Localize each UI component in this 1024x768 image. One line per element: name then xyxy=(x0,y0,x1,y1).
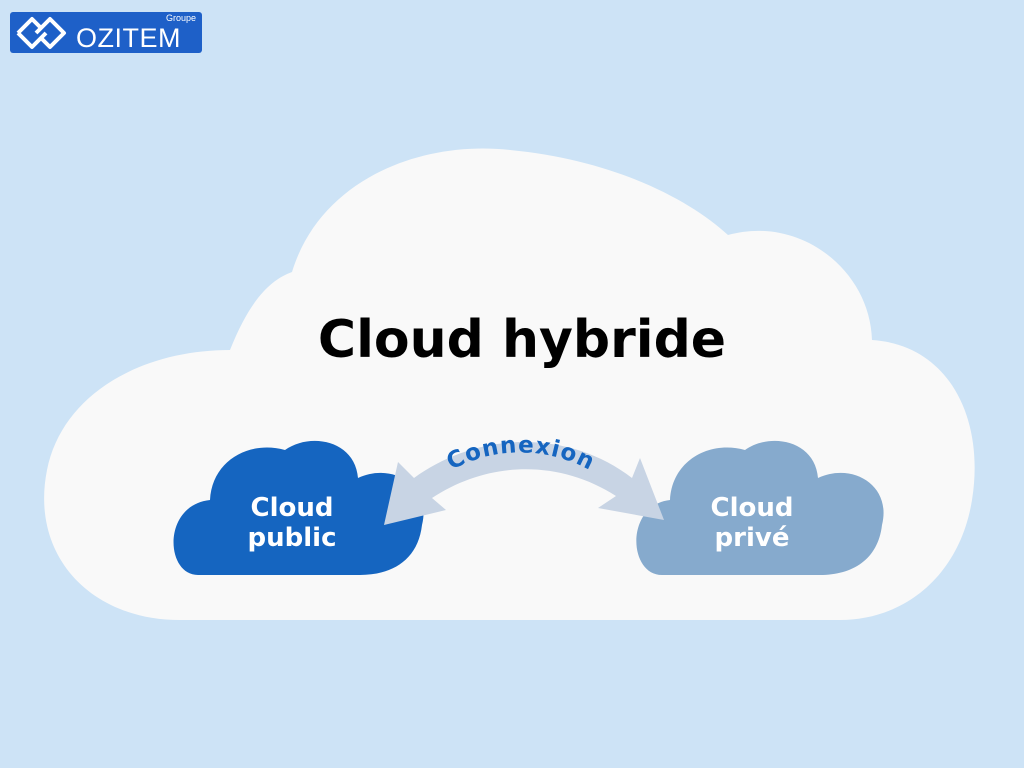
ozitem-logo-mark-icon xyxy=(16,17,66,49)
public-cloud-label-line2: public xyxy=(248,523,337,553)
public-cloud: Cloud public xyxy=(173,440,424,575)
public-cloud-label-line1: Cloud xyxy=(251,493,334,523)
ozitem-logo: Groupe OZITEM xyxy=(10,12,202,53)
public-cloud-shape xyxy=(173,440,424,575)
private-cloud-label-line2: privé xyxy=(715,523,790,553)
logo-wordmark: OZITEM xyxy=(76,23,181,53)
logo-group-label: Groupe xyxy=(165,13,196,23)
private-cloud-label-line1: Cloud xyxy=(711,493,794,523)
private-cloud-shape xyxy=(636,440,884,575)
private-cloud: Cloud privé xyxy=(636,440,884,575)
diagram-title: Cloud hybride xyxy=(318,310,726,370)
connection-arrow xyxy=(384,442,664,525)
